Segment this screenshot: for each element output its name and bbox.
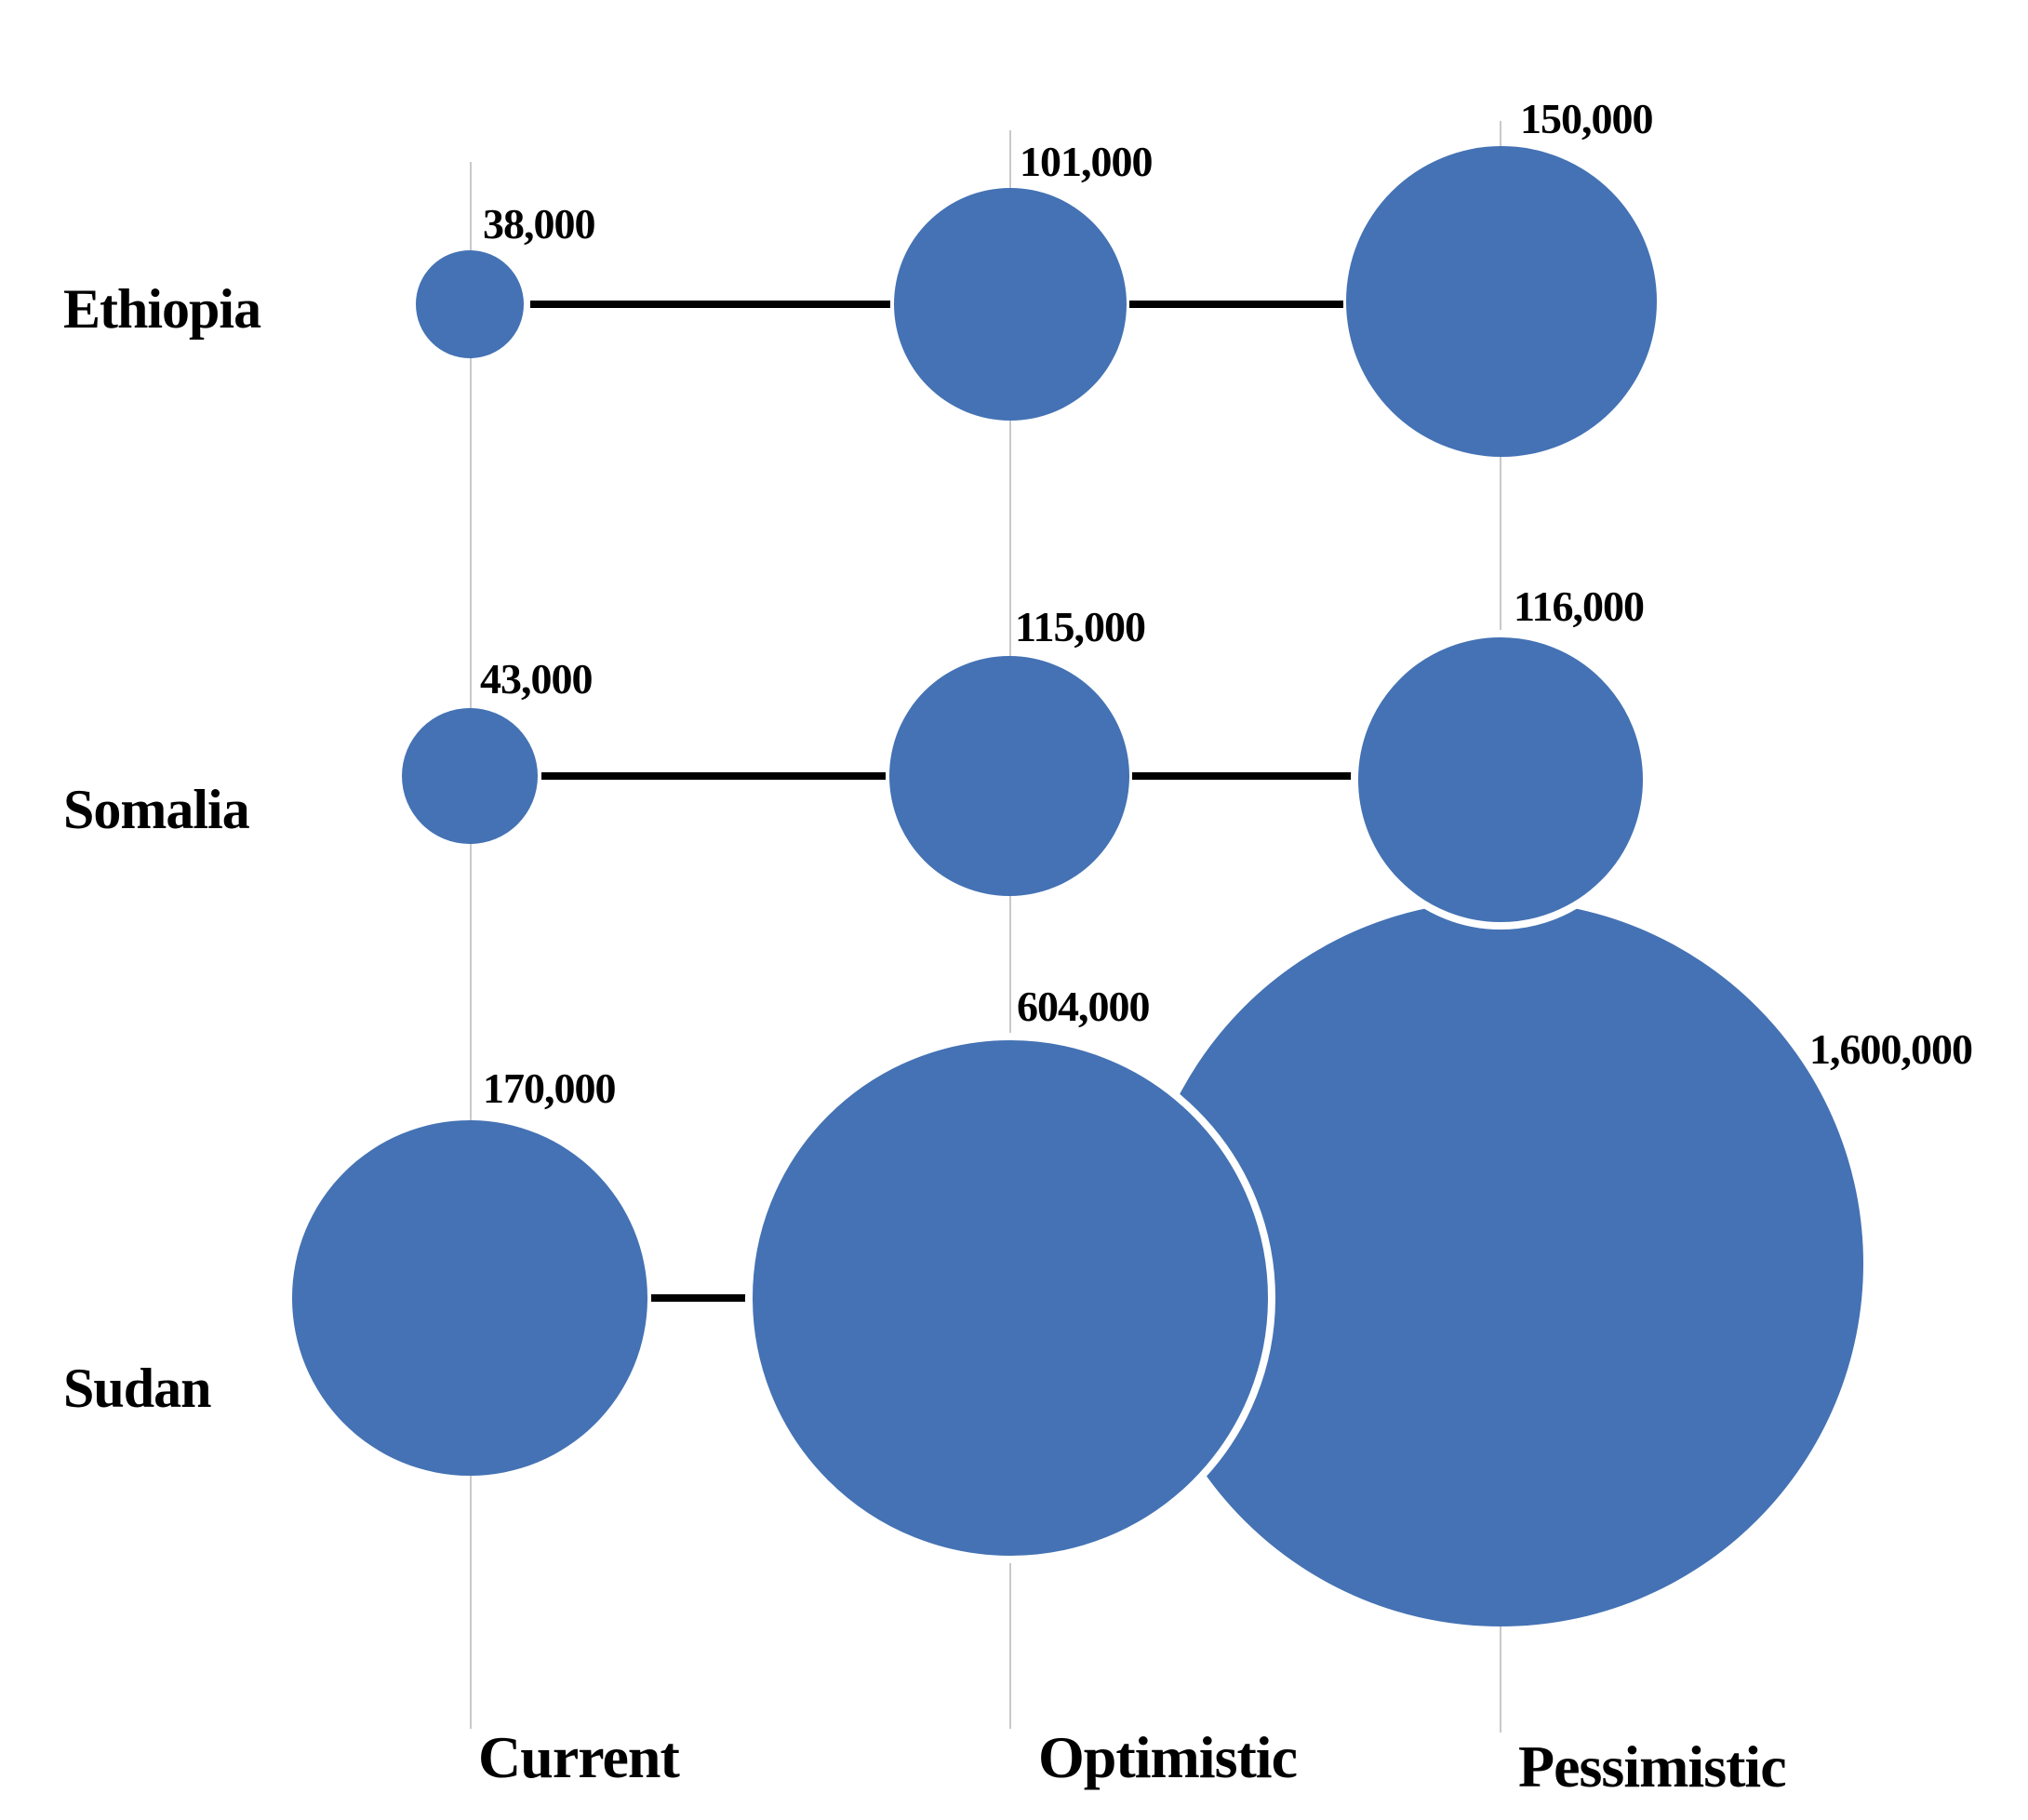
bubble-sudan-optimistic: [745, 1033, 1275, 1563]
value-label-somalia-pessimistic: 116,000: [1514, 582, 1645, 630]
connector-line: [651, 1294, 750, 1302]
gridline-optimistic: [1009, 130, 1011, 1729]
bubble-somalia-pessimistic: [1351, 630, 1650, 930]
bubble-sudan-current: [292, 1120, 647, 1476]
connector-line: [1129, 301, 1343, 308]
value-label-somalia-current: 43,000: [480, 655, 593, 703]
bubble-somalia-current: [402, 708, 538, 844]
axis-label-pessimistic: Pessimistic: [1518, 1733, 1787, 1800]
row-label-sudan: Sudan: [63, 1358, 211, 1419]
value-label-ethiopia-optimistic: 101,000: [1020, 138, 1153, 185]
bubble-somalia-optimistic: [889, 656, 1129, 896]
connector-line: [1132, 772, 1353, 780]
connector-line: [541, 772, 886, 780]
row-label-somalia: Somalia: [63, 779, 250, 840]
bubble-ethiopia-pessimistic: [1346, 146, 1657, 457]
value-label-somalia-optimistic: 115,000: [1015, 603, 1146, 650]
row-label-ethiopia: Ethiopia: [63, 278, 261, 340]
bubble-ethiopia-current: [416, 250, 524, 358]
axis-label-current: Current: [478, 1724, 680, 1790]
value-label-ethiopia-pessimistic: 150,000: [1520, 95, 1653, 142]
value-label-sudan-pessimistic: 1,600,000: [1809, 1025, 1973, 1073]
value-label-ethiopia-current: 38,000: [483, 200, 595, 248]
connector-line: [530, 301, 890, 308]
value-label-sudan-current: 170,000: [483, 1064, 616, 1112]
gridline-current: [470, 162, 472, 1729]
axis-label-optimistic: Optimistic: [1038, 1724, 1298, 1790]
value-label-sudan-optimistic: 604,000: [1017, 983, 1150, 1030]
bubble-ethiopia-optimistic: [894, 188, 1127, 421]
